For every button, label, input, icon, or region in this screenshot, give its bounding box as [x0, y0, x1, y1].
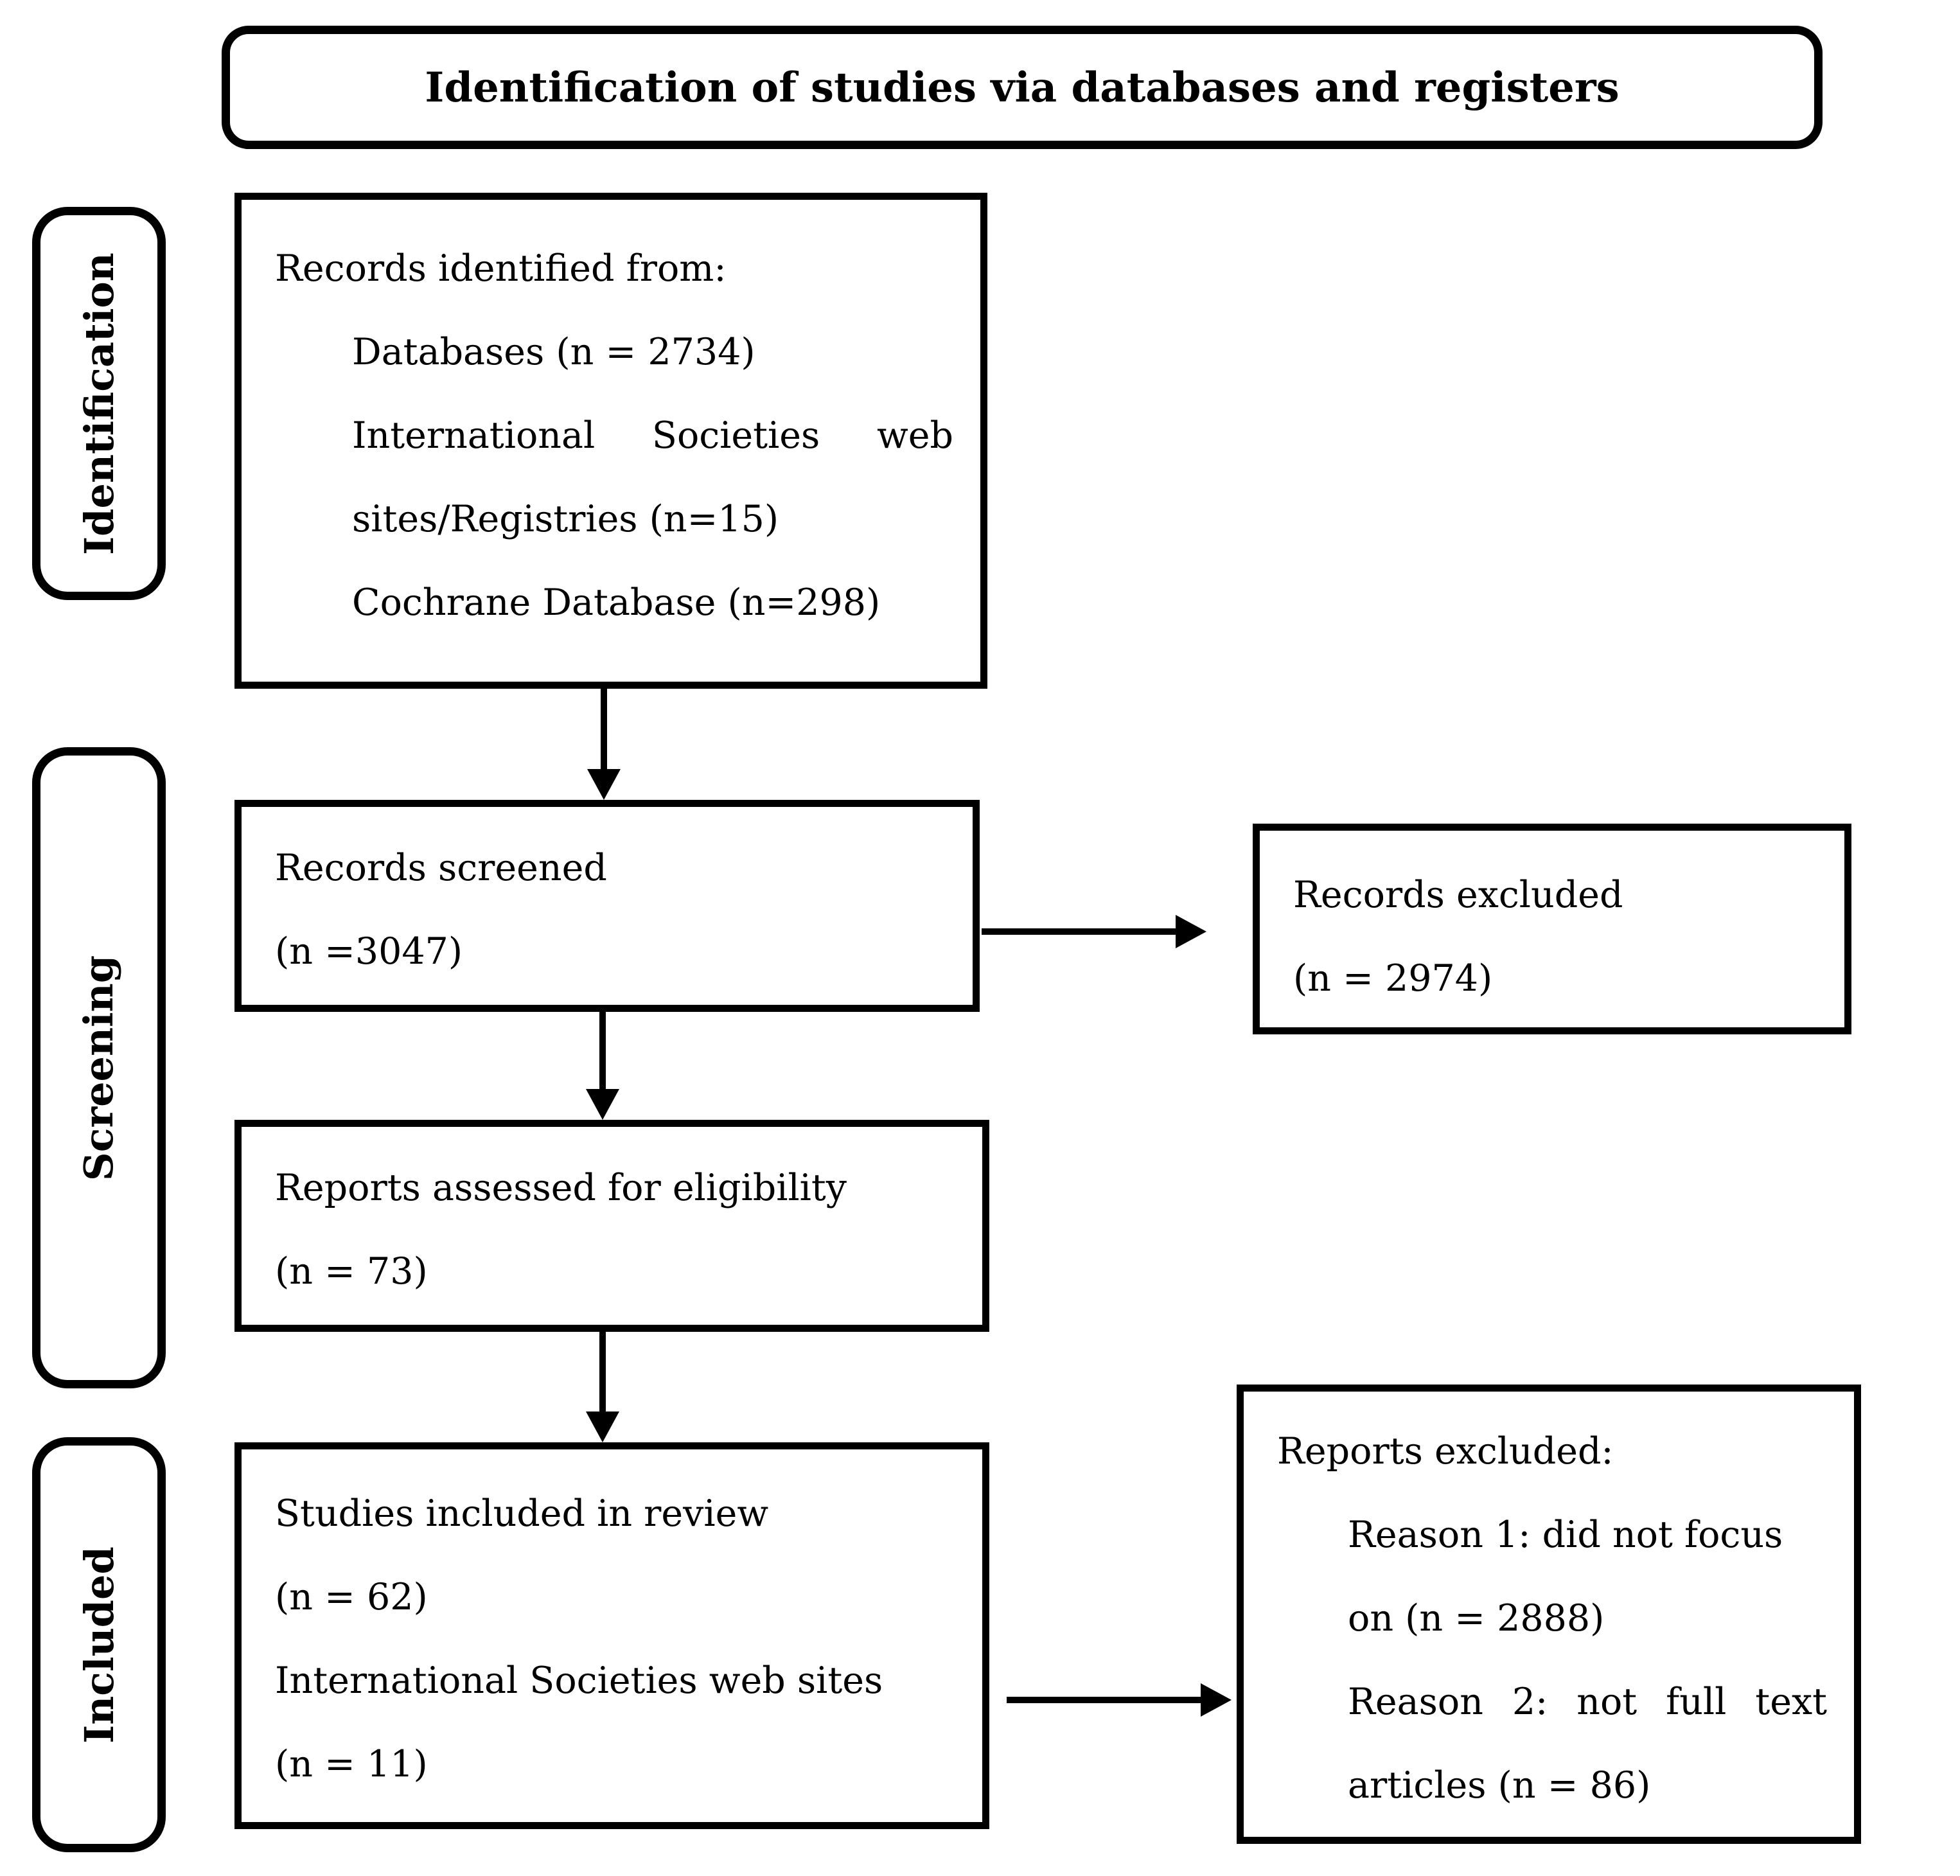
diagram-title: Identification of studies via databases …	[425, 63, 1620, 112]
box-line: Reports excluded:	[1277, 1430, 1614, 1473]
records-screened-box: Records screened (n =3047)	[234, 800, 980, 1012]
arrow-head-down-icon	[587, 769, 621, 800]
box-line: articles (n = 86)	[1348, 1764, 1651, 1807]
stage-label-identification-text: Identification	[75, 252, 123, 555]
records-excluded-box: Records excluded (n = 2974)	[1253, 824, 1851, 1034]
stage-label-screening: Screening	[32, 747, 166, 1388]
box-line: on (n = 2888)	[1348, 1597, 1605, 1640]
arrow-line	[982, 928, 1177, 935]
records-identified-content: Records identified from: Databases (n = …	[242, 200, 980, 644]
records-screened-content: Records screened (n =3047)	[242, 807, 973, 993]
arrow-head-right-icon	[1176, 915, 1206, 948]
box-line: Reason 2: not full text	[1348, 1681, 1827, 1723]
records-excluded-content: Records excluded (n = 2974)	[1260, 831, 1844, 1020]
box-line: (n = 11)	[275, 1743, 428, 1785]
box-line: (n =3047)	[275, 930, 463, 973]
stage-label-included-text: Included	[75, 1546, 123, 1744]
box-line: Studies included in review	[275, 1492, 769, 1535]
box-line: Cochrane Database (n=298)	[352, 581, 881, 624]
box-line: Reports assessed for eligibility	[275, 1167, 847, 1209]
stage-label-identification: Identification	[32, 207, 166, 600]
box-line: (n = 73)	[275, 1250, 428, 1293]
studies-included-box: Studies included in review (n = 62) Inte…	[234, 1442, 989, 1829]
arrow-line	[1007, 1697, 1202, 1703]
reports-excluded-content: Reports excluded: Reason 1: did not focu…	[1244, 1392, 1854, 1827]
title-banner: Identification of studies via databases …	[222, 26, 1823, 149]
box-line: International Societies web sites	[275, 1659, 883, 1702]
box-line: (n = 62)	[275, 1576, 428, 1618]
arrow-line	[599, 1332, 606, 1412]
records-identified-box: Records identified from: Databases (n = …	[234, 193, 987, 689]
arrow-line	[601, 689, 607, 771]
reports-assessed-content: Reports assessed for eligibility (n = 73…	[242, 1127, 982, 1313]
arrow-head-down-icon	[586, 1411, 619, 1442]
box-line: Records excluded	[1293, 874, 1623, 916]
arrow-head-right-icon	[1201, 1683, 1232, 1717]
box-line: sites/Registries (n=15)	[352, 498, 779, 540]
box-line: Databases (n = 2734)	[352, 331, 755, 373]
box-line: Records screened	[275, 847, 607, 889]
arrow-head-down-icon	[586, 1089, 619, 1120]
box-line: Records identified from:	[275, 247, 727, 290]
stage-label-included: Included	[32, 1437, 166, 1852]
studies-included-content: Studies included in review (n = 62) Inte…	[242, 1449, 982, 1806]
reports-excluded-box: Reports excluded: Reason 1: did not focu…	[1237, 1385, 1861, 1844]
arrow-line	[599, 1012, 606, 1090]
stage-label-screening-text: Screening	[75, 955, 123, 1181]
reports-assessed-box: Reports assessed for eligibility (n = 73…	[234, 1120, 989, 1332]
box-line: Reason 1: did not focus	[1348, 1514, 1783, 1556]
box-line: International Societies web	[352, 414, 953, 457]
box-line: (n = 2974)	[1293, 957, 1493, 1000]
